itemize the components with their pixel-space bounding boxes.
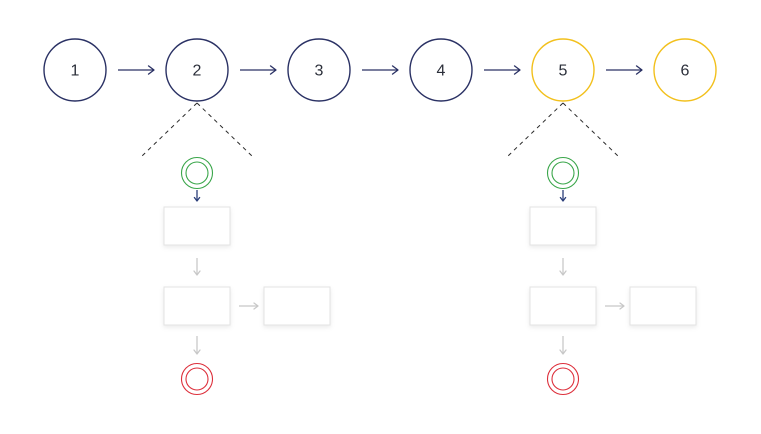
subflow-arrow-box2-box3 — [605, 302, 625, 310]
start-node — [546, 156, 580, 190]
end-node — [180, 362, 214, 396]
step-label: 1 — [71, 63, 80, 80]
flow-arrow-3-4 — [362, 65, 399, 75]
task-box-2[interactable] — [163, 286, 231, 326]
expansion-line-right — [562, 102, 619, 157]
flow-arrow-1-2 — [118, 65, 155, 75]
step-label: 2 — [193, 63, 202, 80]
sub-flows — [141, 102, 697, 396]
subflow-arrow-box2-end — [559, 336, 567, 355]
step-circle — [287, 38, 351, 102]
task-box-2[interactable] — [529, 286, 597, 326]
step-node-5[interactable]: 5 — [531, 38, 595, 102]
task-box-3[interactable] — [629, 286, 697, 326]
subflow-arrow-box2-end — [193, 336, 201, 355]
step-circle — [43, 38, 107, 102]
subflow-step-5 — [507, 102, 697, 396]
task-box-3[interactable] — [263, 286, 331, 326]
subflow-arrow-start-box1 — [193, 190, 201, 202]
end-node — [546, 362, 580, 396]
main-flow: 1 2 3 4 5 6 — [43, 38, 717, 102]
subflow-arrow-box1-box2 — [193, 258, 201, 276]
step-node-1[interactable]: 1 — [43, 38, 107, 102]
step-node-3[interactable]: 3 — [287, 38, 351, 102]
step-circle — [165, 38, 229, 102]
step-node-6[interactable]: 6 — [653, 38, 717, 102]
subflow-arrow-box1-box2 — [559, 258, 567, 276]
step-label: 4 — [437, 63, 446, 80]
step-circle — [653, 38, 717, 102]
expansion-line-left — [507, 102, 564, 157]
expansion-line-right — [196, 102, 253, 157]
step-node-4[interactable]: 4 — [409, 38, 473, 102]
subflow-arrow-start-box1 — [559, 190, 567, 202]
step-label: 6 — [681, 63, 690, 80]
flow-arrow-5-6 — [606, 65, 643, 75]
subflow-arrow-box2-box3 — [239, 302, 259, 310]
task-box-1[interactable] — [163, 206, 231, 246]
flow-arrow-2-3 — [240, 65, 277, 75]
start-node — [180, 156, 214, 190]
subflow-step-2 — [141, 102, 331, 396]
step-label: 3 — [315, 63, 324, 80]
step-label: 5 — [559, 63, 568, 80]
step-circle — [409, 38, 473, 102]
step-node-2[interactable]: 2 — [165, 38, 229, 102]
step-circle — [531, 38, 595, 102]
expansion-line-left — [141, 102, 198, 157]
task-box-1[interactable] — [529, 206, 597, 246]
flow-arrow-4-5 — [484, 65, 521, 75]
